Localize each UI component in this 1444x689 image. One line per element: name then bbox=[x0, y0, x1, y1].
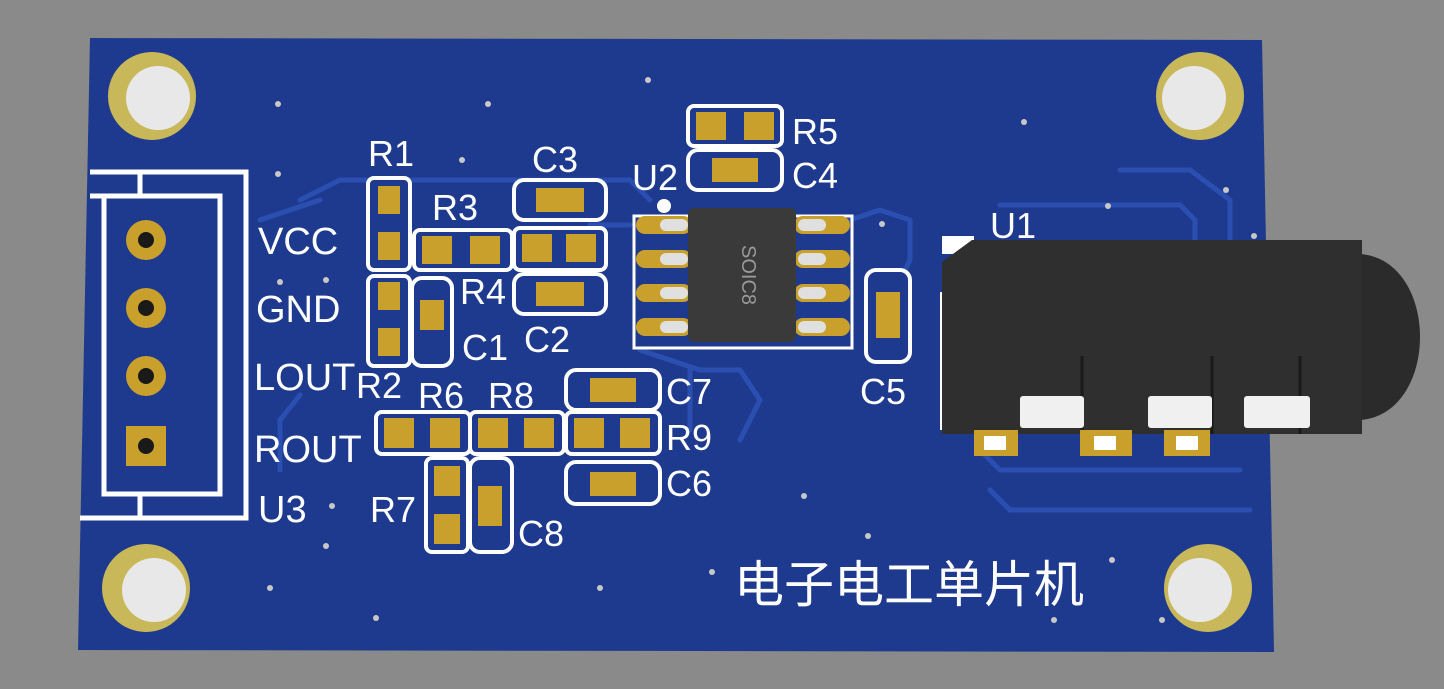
mounting-hole-top-right bbox=[1156, 52, 1244, 140]
label-r4: R4 bbox=[460, 271, 506, 312]
via bbox=[865, 533, 871, 539]
via bbox=[1251, 233, 1257, 239]
label-r5: R5 bbox=[792, 111, 838, 152]
connector-u3 bbox=[80, 169, 249, 521]
via bbox=[1021, 119, 1027, 125]
via bbox=[277, 279, 283, 285]
label-r8: R8 bbox=[488, 375, 534, 416]
chip-package-label: SOIC8 bbox=[737, 245, 759, 305]
label-c2: C2 bbox=[524, 319, 570, 360]
via bbox=[329, 503, 335, 509]
via bbox=[1105, 203, 1111, 209]
brand-text: 电子电工单片机 bbox=[734, 556, 1084, 614]
label-r1: R1 bbox=[368, 133, 414, 174]
via bbox=[459, 157, 465, 163]
via bbox=[1223, 187, 1229, 193]
mounting-hole-bottom-right bbox=[1164, 544, 1252, 632]
label-c6: C6 bbox=[666, 463, 712, 504]
via bbox=[1051, 617, 1057, 623]
label-c1: C1 bbox=[462, 327, 508, 368]
pin-label-lout: LOUT bbox=[254, 357, 355, 399]
label-u2: U2 bbox=[632, 157, 678, 198]
via bbox=[275, 171, 281, 177]
via bbox=[323, 277, 329, 283]
label-r9: R9 bbox=[666, 417, 712, 458]
chip-u2: SOIC8 bbox=[632, 199, 854, 350]
via bbox=[1109, 557, 1115, 563]
label-c5: C5 bbox=[860, 371, 906, 412]
pin-label-rout: ROUT bbox=[254, 429, 362, 471]
via bbox=[597, 585, 603, 591]
audio-jack-u1 bbox=[940, 236, 1420, 456]
passive-components bbox=[366, 104, 912, 554]
via bbox=[1159, 617, 1165, 623]
label-r6: R6 bbox=[418, 375, 464, 416]
pin-label-vcc: VCC bbox=[258, 221, 338, 263]
via bbox=[323, 543, 329, 549]
label-c7: C7 bbox=[666, 371, 712, 412]
label-r2: R2 bbox=[356, 365, 402, 406]
label-c3: C3 bbox=[532, 139, 578, 180]
label-c4: C4 bbox=[792, 155, 838, 196]
via bbox=[373, 615, 379, 621]
mounting-hole-bottom-left bbox=[102, 544, 190, 632]
via bbox=[879, 221, 885, 227]
pin-label-gnd: GND bbox=[256, 289, 340, 331]
label-c8: C8 bbox=[518, 513, 564, 554]
via bbox=[485, 101, 491, 107]
connector-pins bbox=[126, 220, 166, 466]
mounting-hole-top-left bbox=[108, 52, 196, 140]
label-u1: U1 bbox=[990, 205, 1036, 246]
via bbox=[645, 77, 651, 83]
label-r3: R3 bbox=[432, 187, 478, 228]
label-r7: R7 bbox=[370, 489, 416, 530]
via bbox=[267, 585, 273, 591]
via bbox=[801, 493, 807, 499]
via bbox=[275, 101, 281, 107]
via bbox=[709, 569, 715, 575]
label-u3: U3 bbox=[258, 489, 307, 531]
